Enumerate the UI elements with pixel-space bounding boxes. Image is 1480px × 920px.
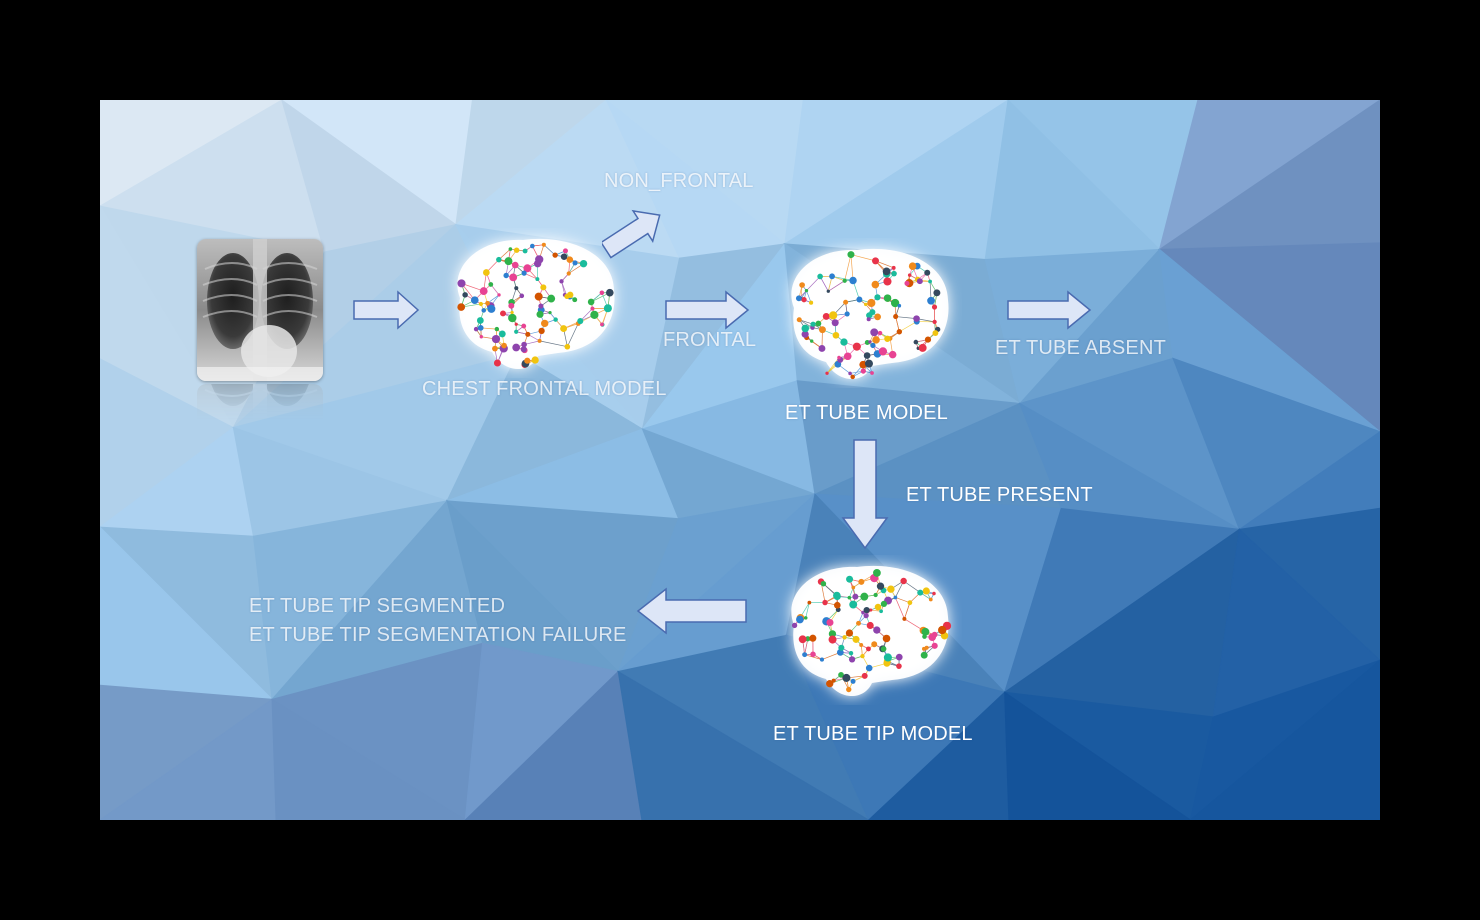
background-facet	[617, 670, 870, 820]
arrow-right-icon	[665, 290, 750, 330]
low-poly-background	[100, 100, 1380, 820]
node-label-et-tube-model: ET TUBE MODEL	[785, 402, 949, 424]
chest-xray-icon	[197, 239, 323, 381]
edge-label-non-frontal: NON_FRONTAL	[604, 170, 754, 192]
outcome-label-segmentation-failure: ET TUBE TIP SEGMENTATION FAILURE	[249, 624, 627, 646]
node-label-chest-frontal-model: CHEST FRONTAL MODEL	[422, 378, 667, 400]
node-label-et-tube-tip-model: ET TUBE TIP MODEL	[773, 723, 973, 745]
outcome-label-segmented: ET TUBE TIP SEGMENTED	[249, 595, 506, 617]
arrow-down-icon	[841, 439, 889, 550]
arrow-right-icon	[1007, 290, 1092, 330]
neural-network-brain-icon	[791, 248, 949, 380]
arrow-left-icon	[636, 587, 747, 635]
edge-label-et-tube-absent: ET TUBE ABSENT	[995, 337, 1167, 359]
background-facet	[271, 698, 467, 820]
edge-label-frontal: FRONTAL	[663, 329, 757, 351]
edge-label-et-tube-present: ET TUBE PRESENT	[906, 484, 1093, 506]
background-facet	[1004, 691, 1192, 820]
background-facet	[1189, 659, 1380, 820]
neural-network-brain-icon	[791, 565, 952, 697]
arrow-right-icon	[353, 290, 420, 330]
chest-xray-reflection	[197, 384, 323, 420]
diagram-slide: NON_FRONTAL CHEST FRONTAL MODEL FRONTAL …	[100, 100, 1380, 820]
arrow-up-right-icon	[602, 209, 661, 259]
neural-network-brain-icon	[457, 238, 615, 370]
